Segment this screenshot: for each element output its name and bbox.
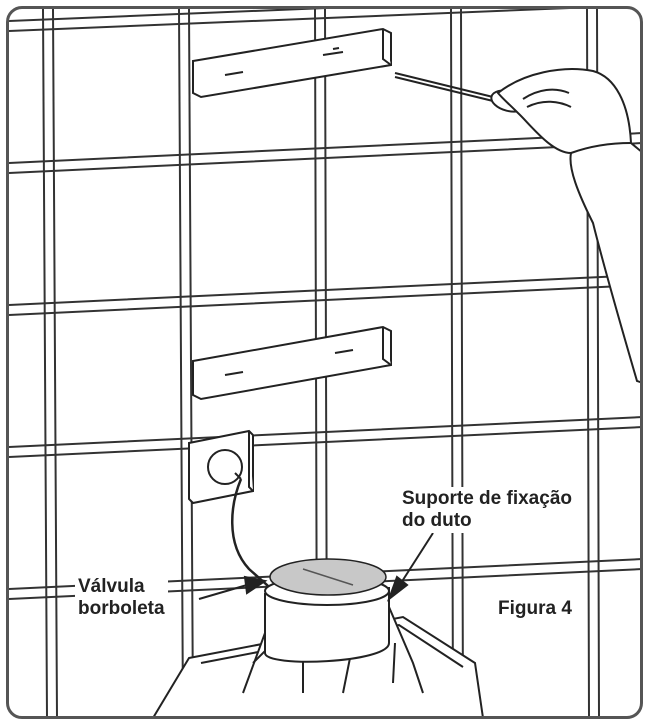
figure-frame: Suporte de fixação do duto Válvula borbo… [6,6,643,719]
bracket-top [192,27,392,99]
pointer-arrow-support [386,532,434,602]
support-label-line2: do duto [402,509,472,531]
illustration [9,9,640,716]
power-cord [231,478,270,588]
valve-label-line2: borboleta [78,597,165,619]
hand [496,68,640,384]
pointer-arrow-valve [198,575,268,600]
electrical-outlet [188,429,254,505]
valve-label-line1: Válvula [78,576,145,597]
support-label: Suporte de fixação do duto [399,487,575,533]
support-label-line1: Suporte de fixação [402,488,572,509]
figure-caption: Figura 4 [495,597,575,621]
butterfly-valve [269,558,387,596]
bracket-bottom [192,325,392,401]
valve-label: Válvula borboleta [75,575,168,621]
